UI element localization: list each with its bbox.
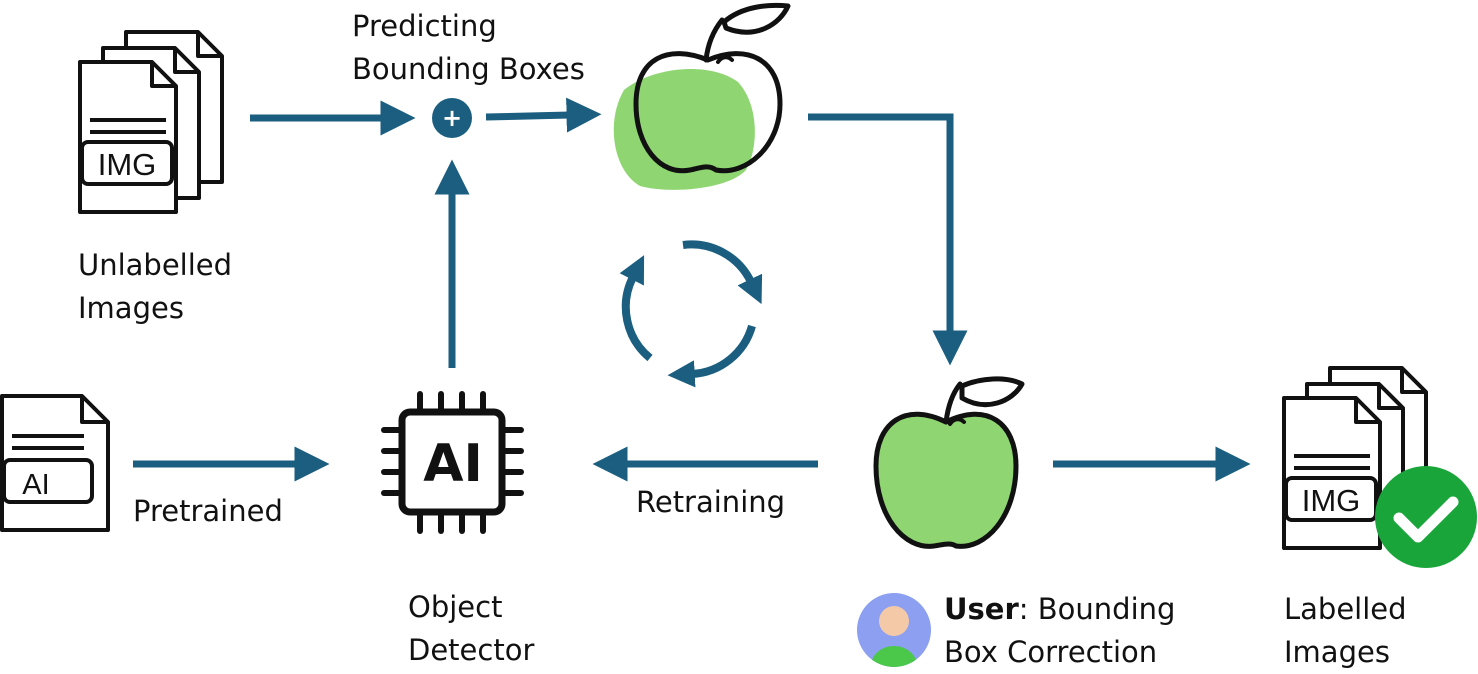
arrow-prediction-to-correction	[808, 113, 968, 366]
plus-circle-icon: +	[432, 98, 472, 138]
image-stack-icon: IMG	[78, 30, 224, 214]
labelled-images-label: Labelled Images	[1284, 592, 1407, 669]
svg-text:IMG: IMG	[1302, 483, 1361, 518]
unlabelled-images-label: Unlabelled Images	[78, 248, 233, 325]
pretrained-label: Pretrained	[133, 494, 283, 528]
apple-corrected-icon	[873, 376, 1025, 549]
user-avatar-icon	[857, 593, 931, 667]
svg-text:AI: AI	[22, 469, 49, 501]
ai-file-icon: AI	[0, 394, 110, 532]
arrow-combine-to-prediction	[485, 97, 602, 133]
user-correction-label: User: Bounding Box Correction	[944, 592, 1176, 669]
user-role: User	[944, 592, 1019, 626]
retraining-label: Retraining	[636, 485, 786, 519]
predicting-label: Predicting Bounding Boxes	[352, 9, 585, 86]
svg-text:AI: AI	[423, 434, 483, 494]
svg-text:+: +	[442, 104, 462, 132]
image-stack-checked-icon: IMG	[1282, 366, 1477, 568]
cycle-arrows-icon	[619, 240, 763, 388]
check-icon	[1375, 466, 1477, 568]
apple-with-prediction-icon	[613, 2, 791, 190]
ai-chip-icon: AI	[381, 391, 524, 534]
svg-text:IMG: IMG	[98, 147, 157, 182]
flow-arrows	[133, 97, 1251, 482]
object-detector-label: Object Detector	[408, 590, 535, 667]
